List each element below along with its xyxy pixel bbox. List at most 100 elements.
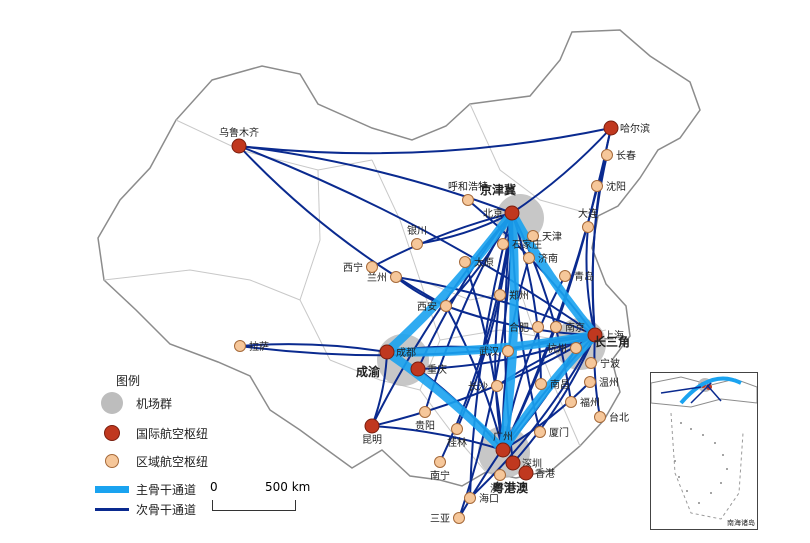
main-corridor-beijing-guangzhou	[498, 208, 519, 455]
city-label-nanjing: 南京	[565, 321, 585, 334]
city-marker-fuzhou	[565, 396, 577, 408]
city-marker-taiyuan	[459, 256, 471, 268]
legend-title: 图例	[116, 374, 141, 388]
secondary-corridor-shenzhen-shanghai	[512, 334, 596, 464]
city-marker-changsha	[491, 380, 503, 392]
city-label-xianggang: 香港	[535, 468, 555, 480]
secondary-corridor-xining-beijing	[371, 212, 513, 268]
city-label-hefei: 合肥	[509, 321, 529, 334]
legend-row-international: 国际航空枢纽	[92, 424, 208, 442]
main-corridor-beijing-shanghai	[507, 208, 600, 340]
secondary-corridor-swatch-icon	[95, 507, 129, 511]
city-marker-ningbo	[585, 357, 597, 369]
city-label-wulumuqi: 乌鲁木齐	[219, 126, 259, 139]
secondary-corridor-haerbin-beijing	[511, 127, 612, 214]
city-marker-tianjin	[527, 230, 539, 242]
secondary-corridor-kunming-shanghai	[371, 334, 596, 427]
city-marker-beijing	[504, 205, 520, 221]
city-marker-shanghai	[587, 327, 603, 343]
city-label-chengdu: 成都	[396, 347, 416, 359]
secondary-corridor-yinchuan-beijing	[416, 212, 513, 245]
main-corridor-beijing-chengdu	[382, 208, 517, 357]
city-label-hangzhou: 杭州	[547, 342, 567, 355]
city-layer: 乌鲁木齐哈尔滨长春沈阳大连呼和浩特北京天津石家庄太原济南青岛银川西宁兰州西安郑州…	[219, 120, 650, 525]
city-label-lasa: 拉萨	[249, 340, 269, 353]
city-label-jinan: 济南	[538, 252, 558, 265]
secondary-corridor-wulumuqi-beijing	[238, 145, 513, 214]
city-marker-chengdu	[379, 344, 395, 360]
city-marker-chongqing	[410, 361, 426, 377]
city-marker-guiyang	[419, 406, 431, 418]
cluster-label-changsanjiao: 长三角	[594, 334, 630, 349]
city-marker-jinan	[523, 252, 535, 264]
city-label-nanchang: 南昌	[550, 378, 570, 391]
legend-label-cluster: 机场群	[136, 396, 173, 411]
scale-distance: 500 km	[265, 480, 311, 494]
country-outline	[97, 29, 701, 487]
city-label-guangzhou: 广州	[493, 431, 513, 443]
city-label-dalian: 大连	[578, 207, 598, 220]
city-marker-xian	[440, 300, 452, 312]
city-label-taiyuan: 太原	[474, 256, 494, 269]
cluster-swatch-icon	[101, 392, 123, 414]
city-marker-qingdao	[559, 270, 571, 282]
city-marker-zhengzhou	[494, 289, 506, 301]
city-marker-shenzhen	[505, 455, 521, 471]
city-label-xiamen: 厦门	[549, 426, 569, 439]
main-corridor-chengdu-shanghai	[382, 330, 600, 357]
legend-row-main: 主骨干通道	[92, 480, 196, 498]
city-marker-lasa	[234, 340, 246, 352]
city-label-ningbo: 宁波	[600, 357, 620, 370]
city-label-taibei: 台北	[609, 411, 629, 424]
regional-hub-swatch-icon	[105, 454, 119, 468]
city-label-haikou: 海口	[479, 492, 499, 505]
cluster-label-yuegangao: 粤港澳	[492, 480, 529, 495]
city-marker-kunming	[364, 418, 380, 434]
city-marker-haikou	[464, 492, 476, 504]
city-label-fuzhou: 福州	[580, 396, 600, 409]
secondary-corridor-taiyuan-guangzhou	[464, 261, 504, 451]
main-corridor-layer	[382, 208, 600, 455]
city-label-beijing: 北京	[483, 207, 503, 220]
city-marker-sanya	[453, 512, 465, 524]
city-marker-wulumuqi	[231, 138, 247, 154]
city-marker-nanchang	[535, 378, 547, 390]
city-label-qingdao: 青岛	[574, 270, 594, 283]
secondary-corridor-haikou-shanghai	[469, 334, 596, 499]
city-marker-hangzhou	[570, 342, 582, 354]
city-label-wuhan: 武汉	[479, 345, 499, 358]
city-marker-wenzhou	[584, 376, 596, 388]
legend: 图例 机场群 国际航空枢纽 区域航空枢纽 主骨干通道 次骨干通道	[92, 372, 332, 522]
city-label-haerbin: 哈尔滨	[620, 122, 650, 135]
secondary-corridor-lasa-chengdu	[239, 343, 388, 353]
city-marker-huhehaote	[462, 194, 474, 206]
city-label-sanya: 三亚	[430, 514, 450, 525]
city-label-yinchuan: 银川	[407, 224, 427, 237]
scale-bar-line	[212, 500, 296, 511]
main-corridor-shanghai-guangzhou	[498, 330, 600, 455]
city-marker-hefei	[532, 321, 544, 333]
secondary-corridor-dalian-shanghai	[585, 226, 596, 336]
city-marker-nanning	[434, 456, 446, 468]
city-label-changsha: 长沙	[468, 381, 488, 393]
city-marker-xining	[366, 261, 378, 273]
inset-map	[651, 376, 757, 520]
city-label-tianjin: 天津	[542, 231, 562, 243]
city-marker-yinchuan	[411, 238, 423, 250]
city-label-guiyang: 贵阳	[415, 419, 435, 432]
legend-row-regional: 区域航空枢纽	[92, 452, 208, 470]
city-label-changchun: 长春	[616, 150, 636, 162]
city-label-xining: 西宁	[343, 261, 363, 274]
city-marker-nanjing	[550, 321, 562, 333]
main-corridor-swatch-icon	[95, 485, 129, 493]
city-label-chongqing: 重庆	[427, 363, 447, 376]
legend-label-main: 主骨干通道	[136, 482, 197, 497]
city-marker-dalian	[582, 221, 594, 233]
city-label-lanzhou: 兰州	[367, 271, 387, 284]
secondary-corridor-wulumuqi-xian	[238, 145, 447, 307]
legend-label-international: 国际航空枢纽	[136, 426, 209, 441]
city-label-shanghai: 上海	[604, 329, 624, 342]
city-marker-wuhan	[502, 345, 514, 357]
legend-row-cluster: 机场群	[92, 392, 173, 414]
